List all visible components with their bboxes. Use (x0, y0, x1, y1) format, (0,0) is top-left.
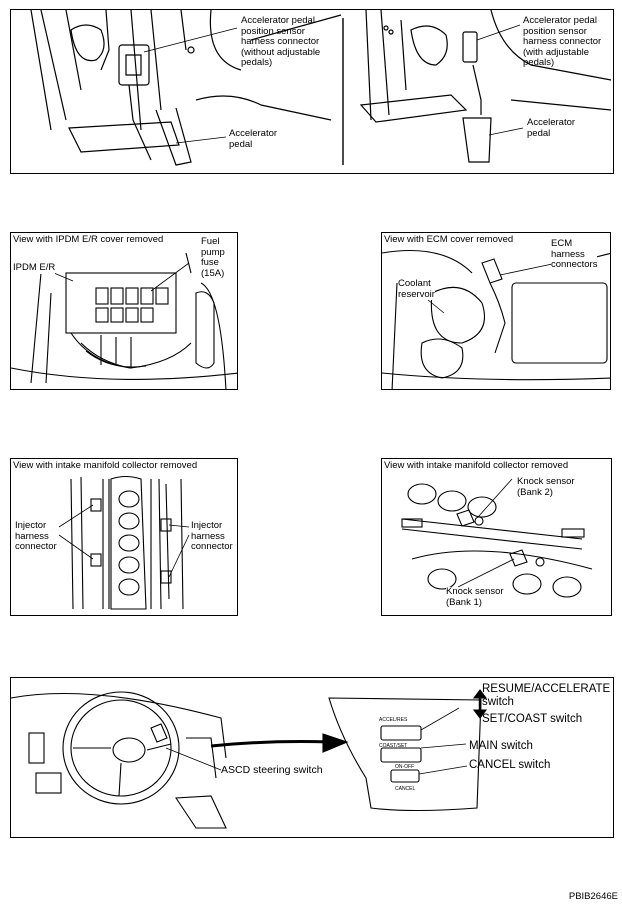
label-main-switch: MAIN switch (469, 740, 533, 752)
ipdm-panel-header: View with IPDM E/R cover removed (13, 234, 166, 245)
label-ecm-harness-connectors: ECM harness connectors (551, 238, 598, 271)
ascd-switch-panel: ASCD steering switch RESUME/ACCELERATE s… (10, 677, 614, 838)
button-text-on-off: ON·OFF (395, 764, 415, 770)
ecm-illustration (382, 250, 610, 389)
label-apps-connector-without-adjustable: Accelerator pedal position sensor harnes… (241, 15, 321, 68)
injector-illustration (58, 475, 190, 610)
ascd-illustration (11, 689, 488, 829)
ecm-panel-header: View with ECM cover removed (384, 234, 516, 245)
ipdm-illustration (11, 252, 237, 389)
label-accelerator-pedal-left: Accelerator pedal (229, 128, 278, 150)
knock-sensor-illustration (401, 478, 593, 598)
ipdm-panel: View with IPDM E/R cover removed IPDM E/… (10, 232, 238, 390)
label-set-coast-switch: SET/COAST switch (482, 713, 583, 725)
label-resume-accelerate-switch: RESUME/ACCELERATE switch (482, 683, 611, 708)
button-text-cancel: CANCEL (395, 786, 416, 792)
label-knock-sensor-bank2: Knock sensor (Bank 2) (517, 476, 575, 498)
label-coolant-reservoir: Coolant reservoir (398, 278, 435, 300)
button-text-coast-set: COAST/SET (379, 743, 408, 749)
label-fuel-pump-fuse: Fuel pump fuse (15A) (201, 236, 225, 279)
label-ipdm-er: IPDM E/R (13, 262, 56, 274)
button-text-accel-res: ACCEL/RES (379, 717, 408, 723)
figure-code: PBIB2646E (568, 891, 618, 902)
label-injector-connector-left: Injector harness connector (15, 520, 57, 552)
label-knock-sensor-bank1: Knock sensor (Bank 1) (446, 586, 504, 608)
knock-sensor-panel-header: View with intake manifold collector remo… (384, 460, 571, 471)
label-apps-connector-with-adjustable: Accelerator pedal position sensor harnes… (523, 15, 602, 68)
accelerator-pedal-panel: Accelerator pedal position sensor harnes… (10, 9, 614, 174)
accelerator-pedal-illustration (30, 10, 612, 166)
label-ascd-steering-switch: ASCD steering switch (221, 764, 323, 776)
ecm-panel: View with ECM cover removed ECM harness … (381, 232, 611, 390)
label-accelerator-pedal-right: Accelerator pedal (527, 117, 576, 139)
injector-panel: View with intake manifold collector remo… (10, 458, 238, 616)
label-injector-connector-right: Injector harness connector (191, 520, 233, 552)
label-cancel-switch: CANCEL switch (469, 759, 551, 771)
injector-panel-header: View with intake manifold collector remo… (13, 460, 200, 471)
knock-sensor-panel: View with intake manifold collector remo… (381, 458, 612, 616)
